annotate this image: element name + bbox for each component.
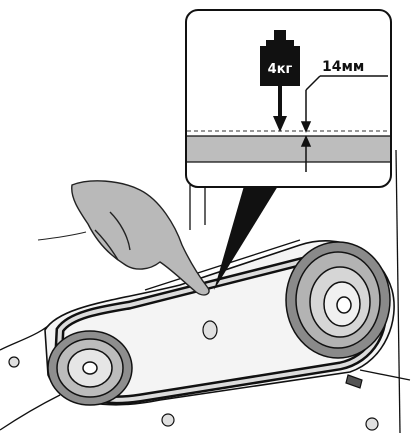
weight-icon — [260, 30, 300, 132]
callout-box — [185, 9, 392, 188]
pulley-icon — [47, 330, 133, 406]
bolts — [8, 320, 379, 431]
callout-pointer — [214, 186, 278, 290]
finger-icon — [37, 180, 210, 296]
deflection-label: 14мм — [322, 59, 364, 75]
deflection-dimension — [300, 75, 388, 172]
pulley-large — [285, 241, 391, 359]
weight-label: 4кг — [268, 62, 293, 77]
